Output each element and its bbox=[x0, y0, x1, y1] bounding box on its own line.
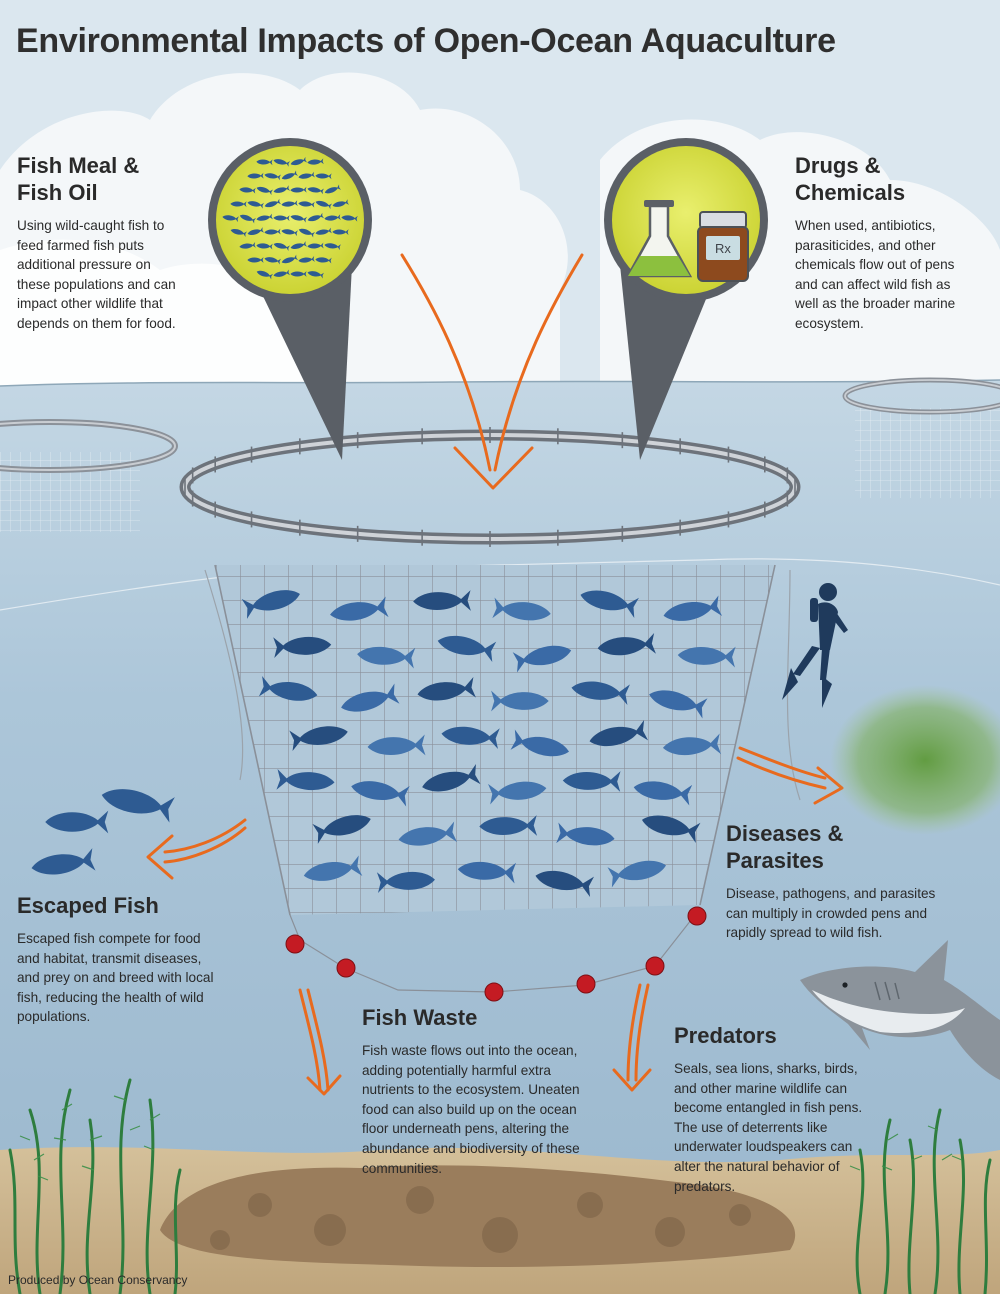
float-buoy bbox=[285, 934, 305, 954]
flask-icon bbox=[625, 200, 693, 278]
feed-arrow-right bbox=[493, 253, 584, 472]
waste-body: Fish waste flows out into the ocean, add… bbox=[362, 1043, 580, 1176]
predators-body: Seals, sea lions, sharks, birds, and oth… bbox=[674, 1061, 863, 1194]
seagrass-icon bbox=[855, 1108, 992, 1294]
predators-section: Predators Seals, sea lions, sharks, bird… bbox=[674, 1022, 904, 1196]
drugs-lens: Rx bbox=[604, 138, 768, 460]
waste-arrow-left bbox=[298, 988, 342, 1096]
escaped-heading: Escaped Fish bbox=[17, 893, 159, 918]
diseases-section: Diseases & Parasites Disease, pathogens,… bbox=[726, 820, 976, 943]
background-pen-right bbox=[842, 377, 1000, 498]
drugs-heading: Drugs & Chemicals bbox=[795, 153, 906, 205]
algae-bloom bbox=[830, 685, 1000, 835]
escaped-body: Escaped fish compete for food and habita… bbox=[17, 931, 214, 1025]
credit-line: Produced by Ocean Conservancy bbox=[8, 1273, 188, 1287]
fishmeal-lens bbox=[208, 138, 372, 460]
shark-icon bbox=[800, 940, 1000, 1080]
seagrass-icon bbox=[8, 1078, 182, 1294]
drugs-body: When used, antibiotics, parasiticides, a… bbox=[795, 218, 956, 331]
drugs-section: Drugs & Chemicals When used, antibiotics… bbox=[795, 152, 995, 334]
fishmeal-heading: Fish Meal & Fish Oil bbox=[17, 153, 140, 205]
diver-icon bbox=[782, 583, 848, 708]
escape-arrow bbox=[146, 818, 247, 880]
waste-mound bbox=[160, 1165, 796, 1268]
waste-arrow-right bbox=[612, 983, 652, 1092]
background-pen-left bbox=[0, 419, 178, 532]
float-buoy bbox=[645, 956, 665, 976]
bottle-label: Rx bbox=[715, 241, 731, 256]
pill-bottle-icon: Rx bbox=[697, 211, 749, 282]
fishmeal-body: Using wild-caught fish to feed farmed fi… bbox=[17, 218, 176, 331]
float-buoy bbox=[687, 906, 707, 926]
diseases-heading: Diseases & Parasites bbox=[726, 821, 844, 873]
main-fish-pen bbox=[179, 427, 801, 1002]
predators-heading: Predators bbox=[674, 1023, 777, 1048]
feed-arrow-left bbox=[400, 253, 492, 472]
escaped-section: Escaped Fish Escaped fish compete for fo… bbox=[17, 892, 257, 1027]
float-buoy bbox=[484, 982, 504, 1002]
waste-heading: Fish Waste bbox=[362, 1005, 478, 1030]
waste-section: Fish Waste Fish waste flows out into the… bbox=[362, 1004, 622, 1178]
diseases-body: Disease, pathogens, and parasites can mu… bbox=[726, 886, 936, 941]
float-buoy bbox=[576, 974, 596, 994]
float-buoy bbox=[336, 958, 356, 978]
page-title: Environmental Impacts of Open-Ocean Aqua… bbox=[16, 22, 836, 60]
fishmeal-section: Fish Meal & Fish Oil Using wild-caught f… bbox=[17, 152, 217, 334]
